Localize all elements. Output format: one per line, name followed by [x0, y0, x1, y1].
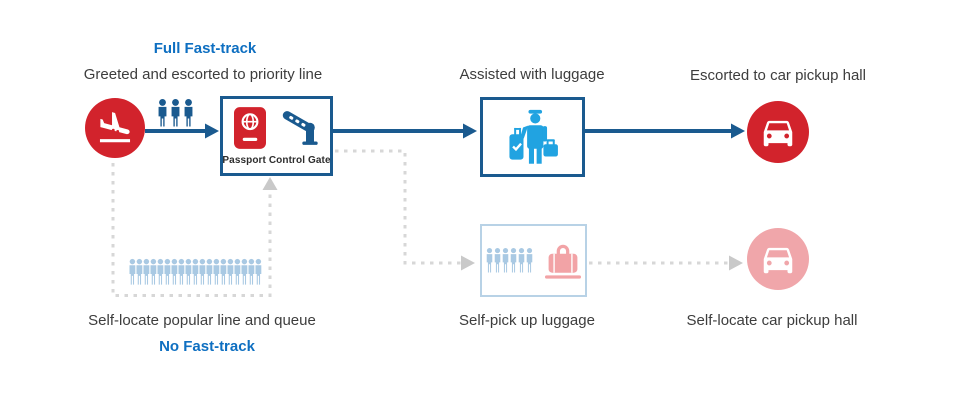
car-icon	[763, 247, 793, 274]
no-fast-track-step3-label: Self-locate car pickup hall	[686, 312, 858, 329]
fast-track-step2-label: Assisted with luggage	[459, 66, 605, 83]
person-icon	[143, 258, 150, 285]
arrival-node	[85, 98, 145, 158]
no-fast-track-step2-label: Self-pick up luggage	[459, 312, 595, 329]
passport-icon	[233, 106, 266, 149]
person-icon	[157, 258, 164, 285]
no-fast-track-step1-label: Self-locate popular line and queue	[88, 312, 316, 329]
person-icon	[185, 258, 192, 285]
fast-track-step3-label: Escorted to car pickup hall	[690, 67, 866, 84]
person-icon	[184, 99, 193, 127]
person-icon	[510, 248, 517, 273]
person-icon	[206, 258, 213, 285]
gate-box-label: Passport Control Gate	[222, 154, 331, 166]
person-icon	[494, 248, 501, 273]
person-icon	[171, 258, 178, 285]
person-icon	[241, 258, 248, 285]
assisted-luggage-node	[480, 97, 585, 177]
person-icon	[171, 99, 180, 127]
car-pickup-node	[747, 101, 809, 163]
person-icon	[486, 248, 493, 273]
passport-control-gate-node: Passport Control Gate	[220, 96, 333, 176]
no-fast-track-badge: No Fast-track	[159, 338, 255, 355]
dashed-arrowheads	[262, 177, 743, 271]
person-icon	[136, 258, 143, 285]
popular-line-queue-icons	[129, 258, 262, 286]
pickup-queue-icons	[486, 248, 533, 273]
person-icon	[150, 258, 157, 285]
porter-luggage-icon	[508, 109, 558, 164]
person-icon	[526, 248, 533, 273]
full-fast-track-badge: Full Fast-track	[153, 40, 257, 57]
person-icon	[164, 258, 171, 285]
person-icon	[234, 258, 241, 285]
suitcase-on-belt-icon	[545, 244, 581, 279]
person-icon	[518, 248, 525, 273]
person-icon	[158, 99, 167, 127]
fast-track-step1-label: Greeted and escorted to priority line	[83, 66, 323, 83]
self-pickup-luggage-node	[480, 224, 587, 297]
person-icon	[255, 258, 262, 285]
car-icon	[763, 120, 793, 147]
escort-staff-icons	[157, 99, 194, 127]
person-icon	[502, 248, 509, 273]
self-car-pickup-node	[747, 228, 809, 290]
person-icon	[248, 258, 255, 285]
barrier-gate-icon	[282, 110, 318, 145]
person-icon	[199, 258, 206, 285]
person-icon	[178, 258, 185, 285]
person-icon	[220, 258, 227, 285]
person-icon	[213, 258, 220, 285]
dashed-path-lines	[111, 149, 728, 297]
person-icon	[129, 258, 136, 285]
solid-arrowheads	[205, 123, 745, 139]
plane-landing-icon	[99, 112, 131, 143]
person-icon	[192, 258, 199, 285]
person-icon	[227, 258, 234, 285]
